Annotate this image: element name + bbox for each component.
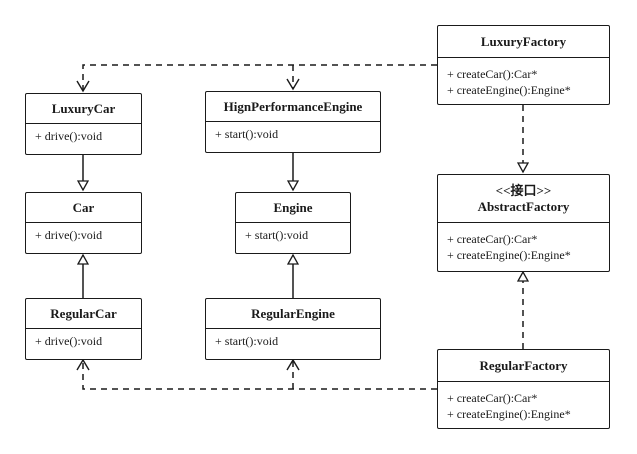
class-box-high-performance-engine[interactable]: HignPerformanceEngine + start():void [205,91,381,153]
class-methods: + createCar():Car* + createEngine():Engi… [438,223,609,263]
class-name: AbstractFactory [477,198,570,214]
luxury-factory-depends-luxury-car-connector [76,64,437,93]
class-methods: + start():void [206,122,380,142]
class-header: Engine [236,193,350,223]
class-header: <<接口>> AbstractFactory [438,175,609,223]
class-header: LuxuryCar [26,94,141,124]
class-header: RegularCar [26,299,141,329]
method: + drive():void [35,334,103,348]
class-methods: + drive():void [26,223,141,243]
regular-factory-depends-regular-car-connector [76,358,437,390]
class-header: LuxuryFactory [438,26,609,58]
class-box-regular-factory[interactable]: RegularFactory + createCar():Car* + crea… [437,349,610,429]
method: + createCar():Car* [447,232,538,246]
method: + createCar():Car* [447,391,538,405]
class-methods: + start():void [206,329,380,349]
class-header: RegularEngine [206,299,380,329]
method: + start():void [215,334,279,348]
class-box-luxury-factory[interactable]: LuxuryFactory + createCar():Car* + creat… [437,25,610,105]
method: + start():void [245,228,309,242]
class-header: RegularFactory [438,350,609,382]
class-box-engine[interactable]: Engine + start():void [235,192,351,254]
class-methods: + createCar():Car* + createEngine():Engi… [438,58,609,98]
class-box-abstract-factory[interactable]: <<接口>> AbstractFactory + createCar():Car… [437,174,610,272]
class-methods: + drive():void [26,124,141,144]
method: + drive():void [35,129,103,143]
method: + start():void [215,127,279,141]
class-name: RegularEngine [251,305,335,321]
class-methods: + createCar():Car* + createEngine():Engi… [438,382,609,422]
class-box-car[interactable]: Car + drive():void [25,192,142,254]
class-name: Engine [273,199,313,215]
class-methods: + start():void [236,223,350,243]
class-box-regular-engine[interactable]: RegularEngine + start():void [205,298,381,360]
class-header: Car [26,193,141,223]
class-box-regular-car[interactable]: RegularCar + drive():void [25,298,142,360]
interface-stereotype: <<接口>> [495,182,552,198]
class-name: RegularCar [50,305,117,321]
class-methods: + drive():void [26,329,141,349]
class-name: Car [72,199,95,215]
class-name: LuxuryFactory [480,33,567,49]
class-name: HignPerformanceEngine [223,98,363,114]
class-name: LuxuryCar [51,100,116,116]
method: + createEngine():Engine* [447,83,571,97]
class-header: HignPerformanceEngine [206,92,380,122]
method: + createEngine():Engine* [447,407,571,421]
class-box-luxury-car[interactable]: LuxuryCar + drive():void [25,93,142,155]
method: + createCar():Car* [447,67,538,81]
method: + drive():void [35,228,103,242]
class-name: RegularFactory [479,357,568,373]
method: + createEngine():Engine* [447,248,571,262]
